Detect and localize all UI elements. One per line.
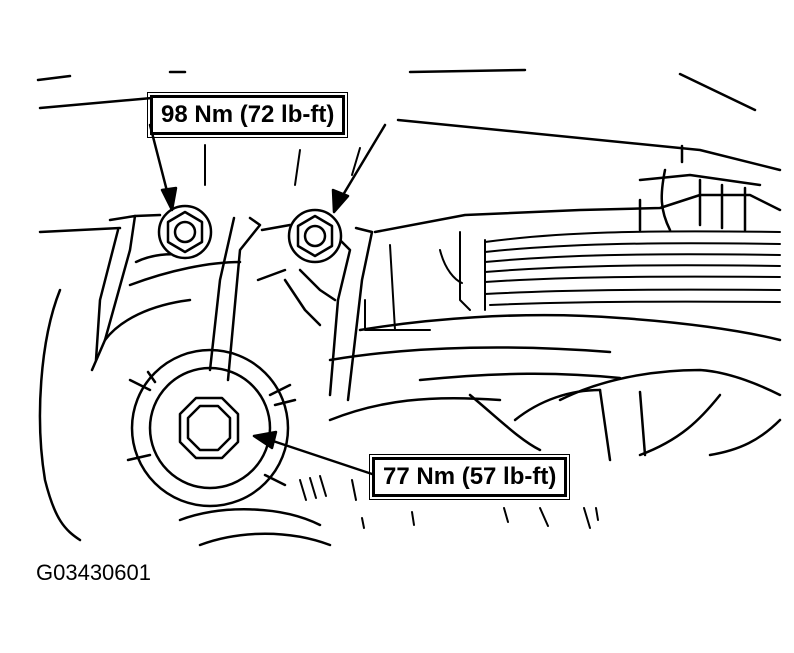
lower-arcs: [178, 508, 332, 547]
lower-detail-ticks: [299, 475, 599, 529]
upper-callout-ticks: [204, 144, 361, 186]
leader-arrow-upper-right: [331, 123, 387, 214]
upper-right-bolt: [287, 208, 343, 264]
upper-engine-edge-lines: [36, 68, 782, 172]
lower-bolt-torque-callout: 77 Nm (57 lb-ft): [368, 454, 571, 500]
pulley-housing: [373, 168, 782, 234]
leader-arrow-lower: [252, 430, 374, 476]
upper-left-bolt: [157, 204, 213, 260]
pulley-grooves: [364, 230, 781, 331]
figure-id-label: G03430601: [36, 560, 151, 585]
leader-arrow-upper-left: [148, 123, 178, 212]
upper-bolt-torque-callout: 98 Nm (72 lb-ft): [146, 92, 349, 138]
mounting-bracket: [38, 213, 374, 542]
lower-pivot-bolt: [126, 348, 297, 508]
engine-block-curves: [328, 313, 782, 462]
